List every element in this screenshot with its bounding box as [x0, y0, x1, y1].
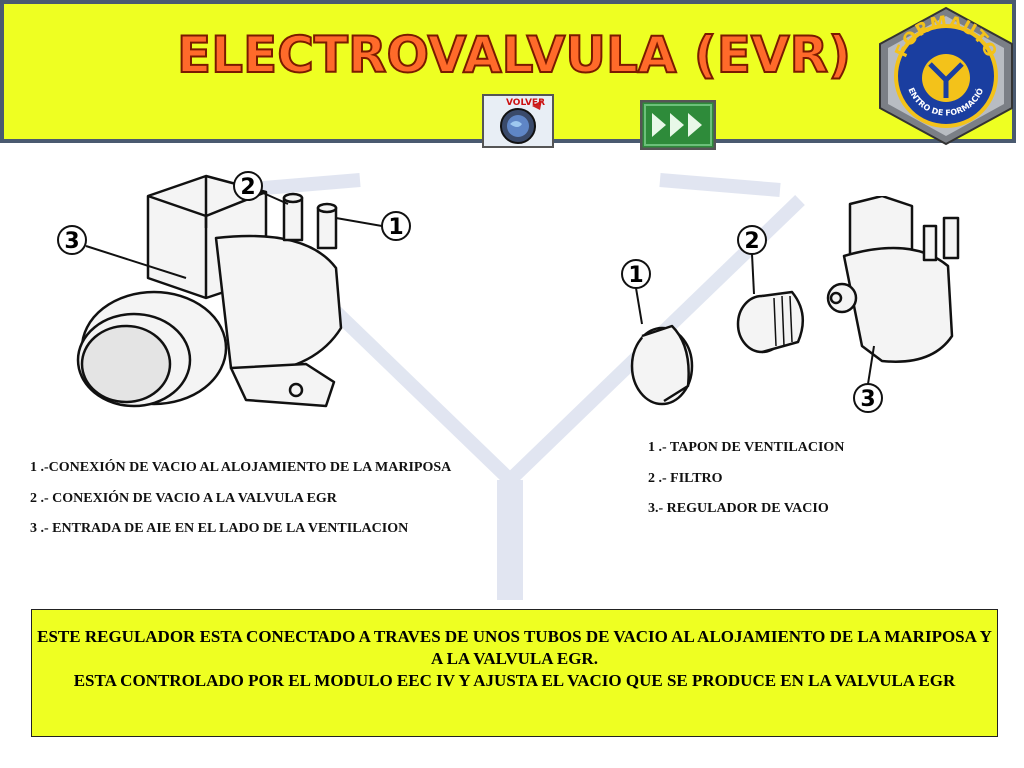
- page-title: ELECTROVALVULA (EVR): [176, 25, 852, 85]
- left-caption-3: 3 .- ENTRADA DE AIE EN EL LADO DE LA VEN…: [30, 521, 409, 536]
- page-title-text: ELECTROVALVULA (EVR): [177, 26, 851, 84]
- fast-forward-icon: [639, 99, 717, 151]
- right-caption-2: 2 .- FILTRO: [648, 471, 723, 486]
- electrovalve-assembly-diagram: 3 2 1: [57, 171, 411, 408]
- right-callout-1: 1: [628, 263, 643, 288]
- left-caption-2: 2 .- CONEXIÓN DE VACIO A LA VALVULA EGR: [30, 491, 337, 506]
- right-caption-1: 1 .- TAPON DE VENTILACION: [648, 440, 845, 455]
- right-caption-3: 3.- REGULADOR DE VACIO: [648, 501, 829, 516]
- left-caption-1: 1 .-CONEXIÓN DE VACIO AL ALOJAMIENTO DE …: [30, 460, 452, 475]
- description-line-1: ESTE REGULADOR ESTA CONECTADO A TRAVES D…: [37, 627, 992, 668]
- description-line-2: ESTA CONTROLADO POR EL MODULO EEC IV Y A…: [73, 671, 956, 690]
- electrovalve-parts-diagram: 1 2 3: [621, 196, 960, 413]
- next-button[interactable]: [639, 99, 717, 151]
- formauto-logo: FORMAUTO CENTRO DE FORMACIÓN: [872, 6, 1013, 146]
- volver-button[interactable]: VOLVER: [482, 94, 554, 148]
- left-callout-1: 1: [388, 215, 403, 240]
- left-callout-2: 2: [240, 175, 255, 200]
- description-box: ESTE REGULADOR ESTA CONECTADO A TRAVES D…: [31, 609, 998, 737]
- volver-globe-icon: VOLVER: [482, 94, 554, 148]
- left-callout-3: 3: [64, 229, 79, 254]
- header-banner: ELECTROVALVULA (EVR) VOLVER FORMAUTO: [0, 0, 1016, 151]
- right-callout-3: 3: [860, 387, 875, 412]
- volver-label: VOLVER: [506, 98, 545, 108]
- right-callout-2: 2: [744, 229, 759, 254]
